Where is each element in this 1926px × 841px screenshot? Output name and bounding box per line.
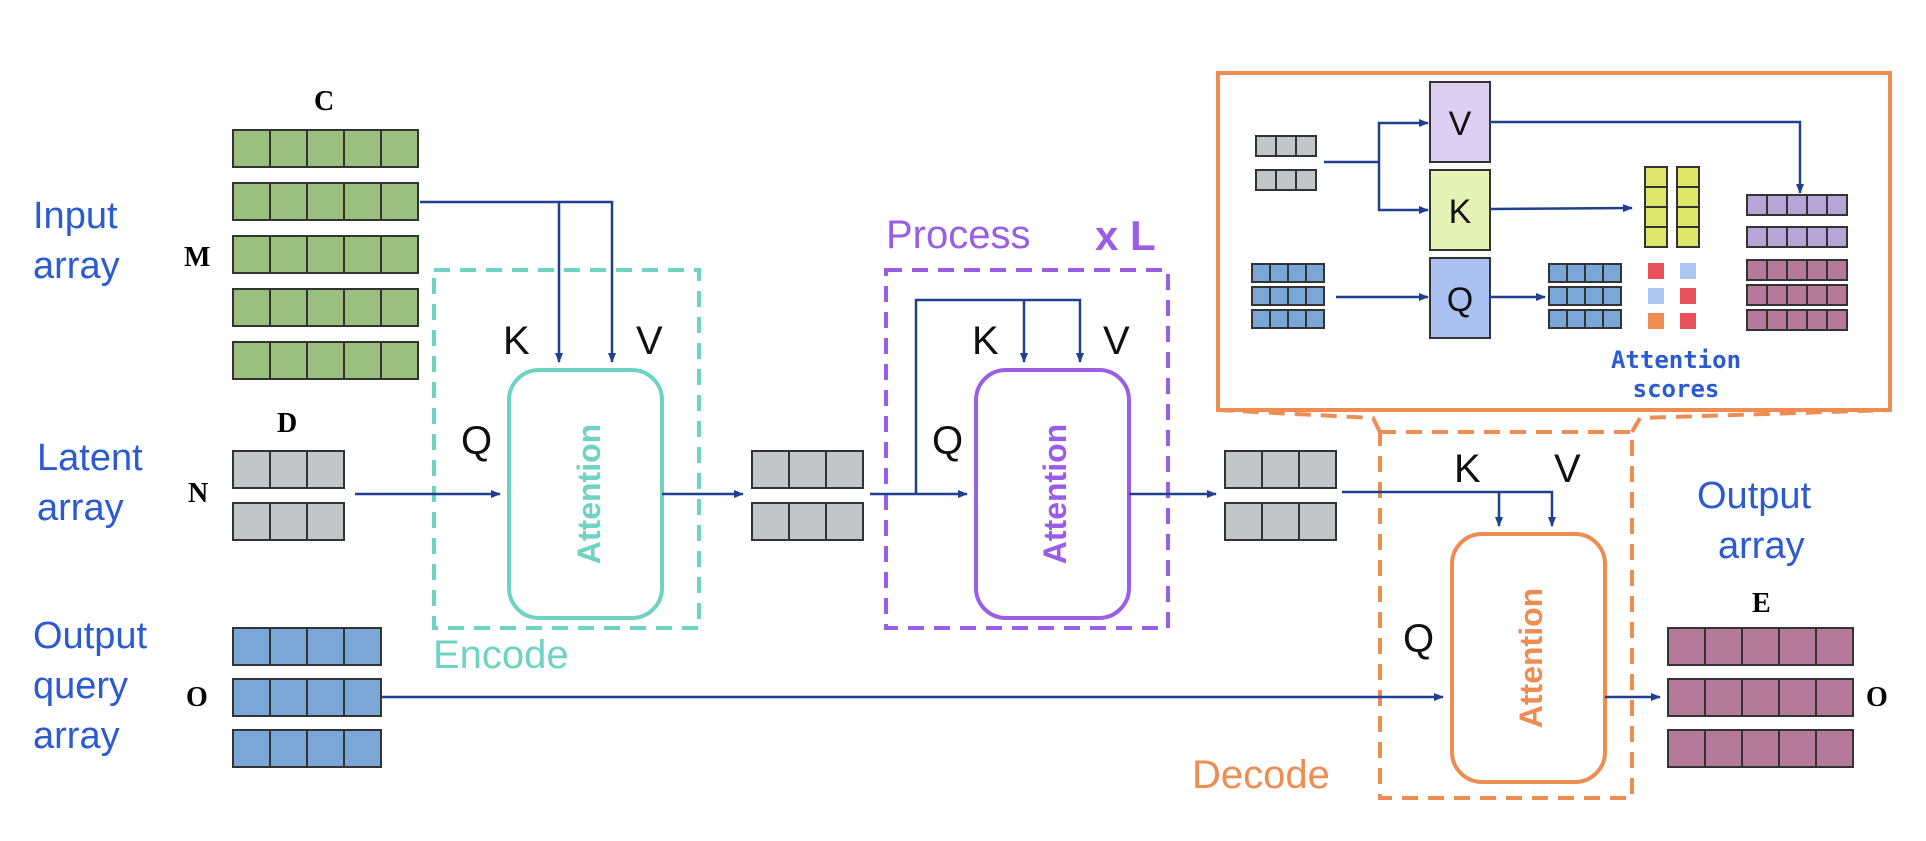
svg-text:Q: Q	[461, 419, 492, 463]
svg-text:V: V	[1103, 319, 1130, 363]
inset-scores-label-2: scores	[1633, 375, 1720, 403]
latent-encoded-row	[751, 502, 864, 541]
process-label: Process	[886, 213, 1031, 257]
inset-query-row	[1251, 263, 1325, 283]
encode-kvq-labels: K V Q	[461, 319, 663, 463]
latent-array-label: Latent array	[37, 437, 143, 529]
output-array-row	[1667, 729, 1854, 768]
svg-text:Output: Output	[1697, 475, 1812, 517]
svg-text:V: V	[1554, 447, 1581, 491]
inset-q-out-row	[1548, 309, 1622, 329]
svg-text:V: V	[636, 319, 663, 363]
inset-output-row	[1746, 259, 1848, 281]
attention-score-square	[1680, 313, 1696, 329]
decode-kvq-labels: K V Q	[1403, 447, 1581, 661]
decode-attention-block: Attention	[1450, 532, 1607, 784]
inset-v-row	[1746, 226, 1848, 248]
encode-attention-block: Attention	[507, 368, 664, 620]
svg-text:K: K	[972, 319, 999, 363]
inset-k-column	[1644, 166, 1668, 248]
attention-score-square	[1648, 313, 1664, 329]
output-query-array-row	[232, 627, 382, 666]
output-query-array-row	[232, 729, 382, 768]
attention-score-square	[1648, 263, 1664, 279]
inset-k-column	[1676, 166, 1700, 248]
output-query-array-label: Output query array	[33, 615, 148, 757]
svg-text:Attention: Attention	[1513, 588, 1549, 728]
dim-e: E	[1752, 588, 1771, 619]
svg-text:array: array	[1718, 525, 1805, 567]
svg-text:K: K	[1454, 447, 1481, 491]
svg-text:Output: Output	[33, 615, 148, 657]
dim-o-output: O	[1866, 682, 1888, 713]
inset-scores-label-1: Attention	[1611, 346, 1741, 374]
output-query-array-row	[232, 678, 382, 717]
latent-array-row	[232, 502, 345, 541]
decode-label: Decode	[1192, 753, 1330, 797]
latent-processed-row	[1224, 450, 1337, 489]
inset-cell-arrays	[1251, 135, 1848, 331]
process-box	[884, 268, 1170, 630]
dim-c: C	[314, 86, 334, 117]
output-array-label: Output array	[1697, 475, 1812, 567]
attention-score-square	[1680, 263, 1696, 279]
inset-q-label: Q	[1447, 281, 1473, 319]
svg-text:Attention: Attention	[1037, 424, 1073, 564]
encode-label: Encode	[433, 633, 569, 677]
svg-text:K: K	[503, 319, 530, 363]
output-array-row	[1667, 627, 1854, 666]
inset-v-label: V	[1449, 105, 1472, 143]
decode-box	[1378, 430, 1634, 800]
inset-query-row	[1251, 286, 1325, 306]
input-array-row	[232, 341, 419, 380]
inset-gray-row	[1255, 135, 1317, 157]
inset-output-row	[1746, 284, 1848, 306]
attention-score-square	[1648, 288, 1664, 304]
repeat-label: x L	[1095, 212, 1156, 259]
input-array-row	[232, 182, 419, 221]
encode-box	[432, 268, 701, 630]
output-array-row	[1667, 678, 1854, 717]
svg-text:Input: Input	[33, 195, 118, 237]
attention-detail-inset: V K Q Attention scores	[1216, 71, 1892, 433]
svg-text:Latent: Latent	[37, 437, 143, 479]
svg-text:Q: Q	[1403, 617, 1434, 661]
inset-v-box	[1429, 81, 1491, 163]
process-kvq-labels: K V Q	[932, 319, 1130, 463]
connections	[355, 200, 1661, 701]
inset-q-out-row	[1548, 263, 1622, 283]
inset-q-box	[1429, 257, 1491, 339]
latent-array-row	[232, 450, 345, 489]
inset-gray-row	[1255, 169, 1317, 191]
dim-o-query: O	[186, 682, 208, 713]
latent-processed-row	[1224, 502, 1337, 541]
svg-text:array: array	[33, 245, 120, 287]
svg-text:Q: Q	[932, 419, 963, 463]
inset-v-row	[1746, 194, 1848, 216]
svg-text:array: array	[33, 715, 120, 757]
inset-output-row	[1746, 309, 1848, 331]
input-array-row	[232, 235, 419, 274]
dim-n: N	[188, 478, 208, 509]
dim-d: D	[277, 408, 297, 439]
svg-text:Attention: Attention	[571, 424, 607, 564]
cell-arrays	[232, 129, 1854, 768]
inset-k-label: K	[1449, 193, 1472, 231]
latent-encoded-row	[751, 450, 864, 489]
attention-score-square	[1680, 288, 1696, 304]
inset-k-box	[1429, 169, 1491, 251]
inset-query-row	[1251, 309, 1325, 329]
inset-q-out-row	[1548, 286, 1622, 306]
input-array-row	[232, 288, 419, 327]
process-attention-block: Attention	[974, 368, 1131, 620]
input-array-label: Input array	[33, 195, 120, 287]
svg-text:query: query	[33, 665, 128, 707]
svg-text:array: array	[37, 487, 124, 529]
input-array-row	[232, 129, 419, 168]
dim-m: M	[184, 242, 210, 273]
